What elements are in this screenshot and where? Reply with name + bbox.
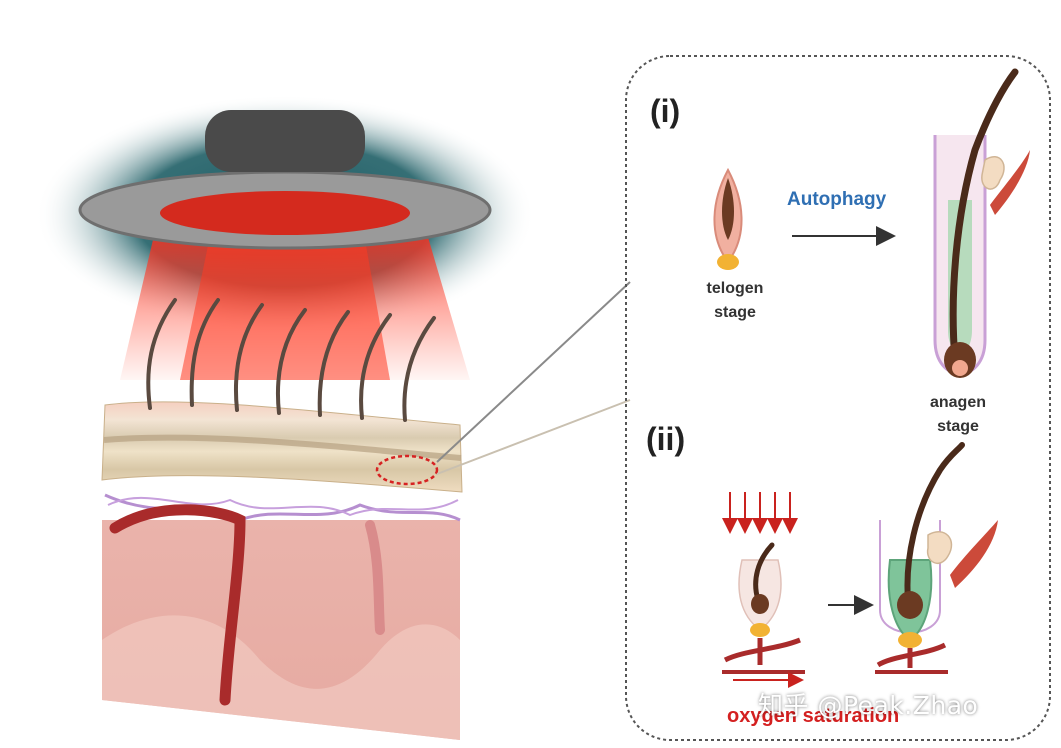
- hairs: [146, 298, 436, 422]
- hair: [402, 316, 436, 422]
- light-arrows: [722, 492, 798, 534]
- telogen-label-line2: stage: [714, 304, 756, 321]
- watermark: 知乎 @Peak.Zhao: [758, 691, 979, 720]
- light-beam-core: [180, 212, 390, 380]
- panel-i-label: (i): [650, 93, 680, 129]
- epidermis-band: [103, 434, 462, 461]
- telogen-label-line1: telogen: [707, 280, 764, 297]
- telogen-follicle: [713, 167, 743, 270]
- autophagy-label: Autophagy: [787, 189, 887, 210]
- irradiated-follicle: [722, 542, 805, 674]
- hair: [189, 298, 220, 407]
- zoom-line-bottom: [436, 399, 631, 475]
- light-device: [35, 95, 535, 380]
- panel-ii-label: (ii): [646, 421, 685, 457]
- anagen-label-line1: anagen: [930, 394, 986, 411]
- zoom-line-top: [436, 281, 631, 463]
- blood-vessel: [109, 504, 246, 706]
- zoom-highlight: [375, 454, 439, 486]
- follicle-in-dermis: [365, 520, 385, 635]
- hair: [275, 308, 307, 415]
- anagen-label-line2: stage: [937, 418, 979, 435]
- device-head: [205, 110, 365, 172]
- hair: [359, 313, 392, 420]
- hair: [146, 298, 177, 410]
- skin-block: [101, 401, 463, 740]
- detail-panel: [625, 55, 1051, 741]
- device-aperture: [160, 191, 410, 235]
- regrown-follicle: [875, 442, 998, 674]
- anagen-follicle: [933, 68, 1030, 378]
- hair: [233, 303, 264, 412]
- capillary-network-2: [107, 496, 459, 517]
- hair: [317, 310, 350, 417]
- oxygen-saturation-caption: oxygen saturation: [727, 705, 899, 727]
- dermis-fold: [102, 615, 460, 740]
- epidermis-strata: [101, 401, 463, 493]
